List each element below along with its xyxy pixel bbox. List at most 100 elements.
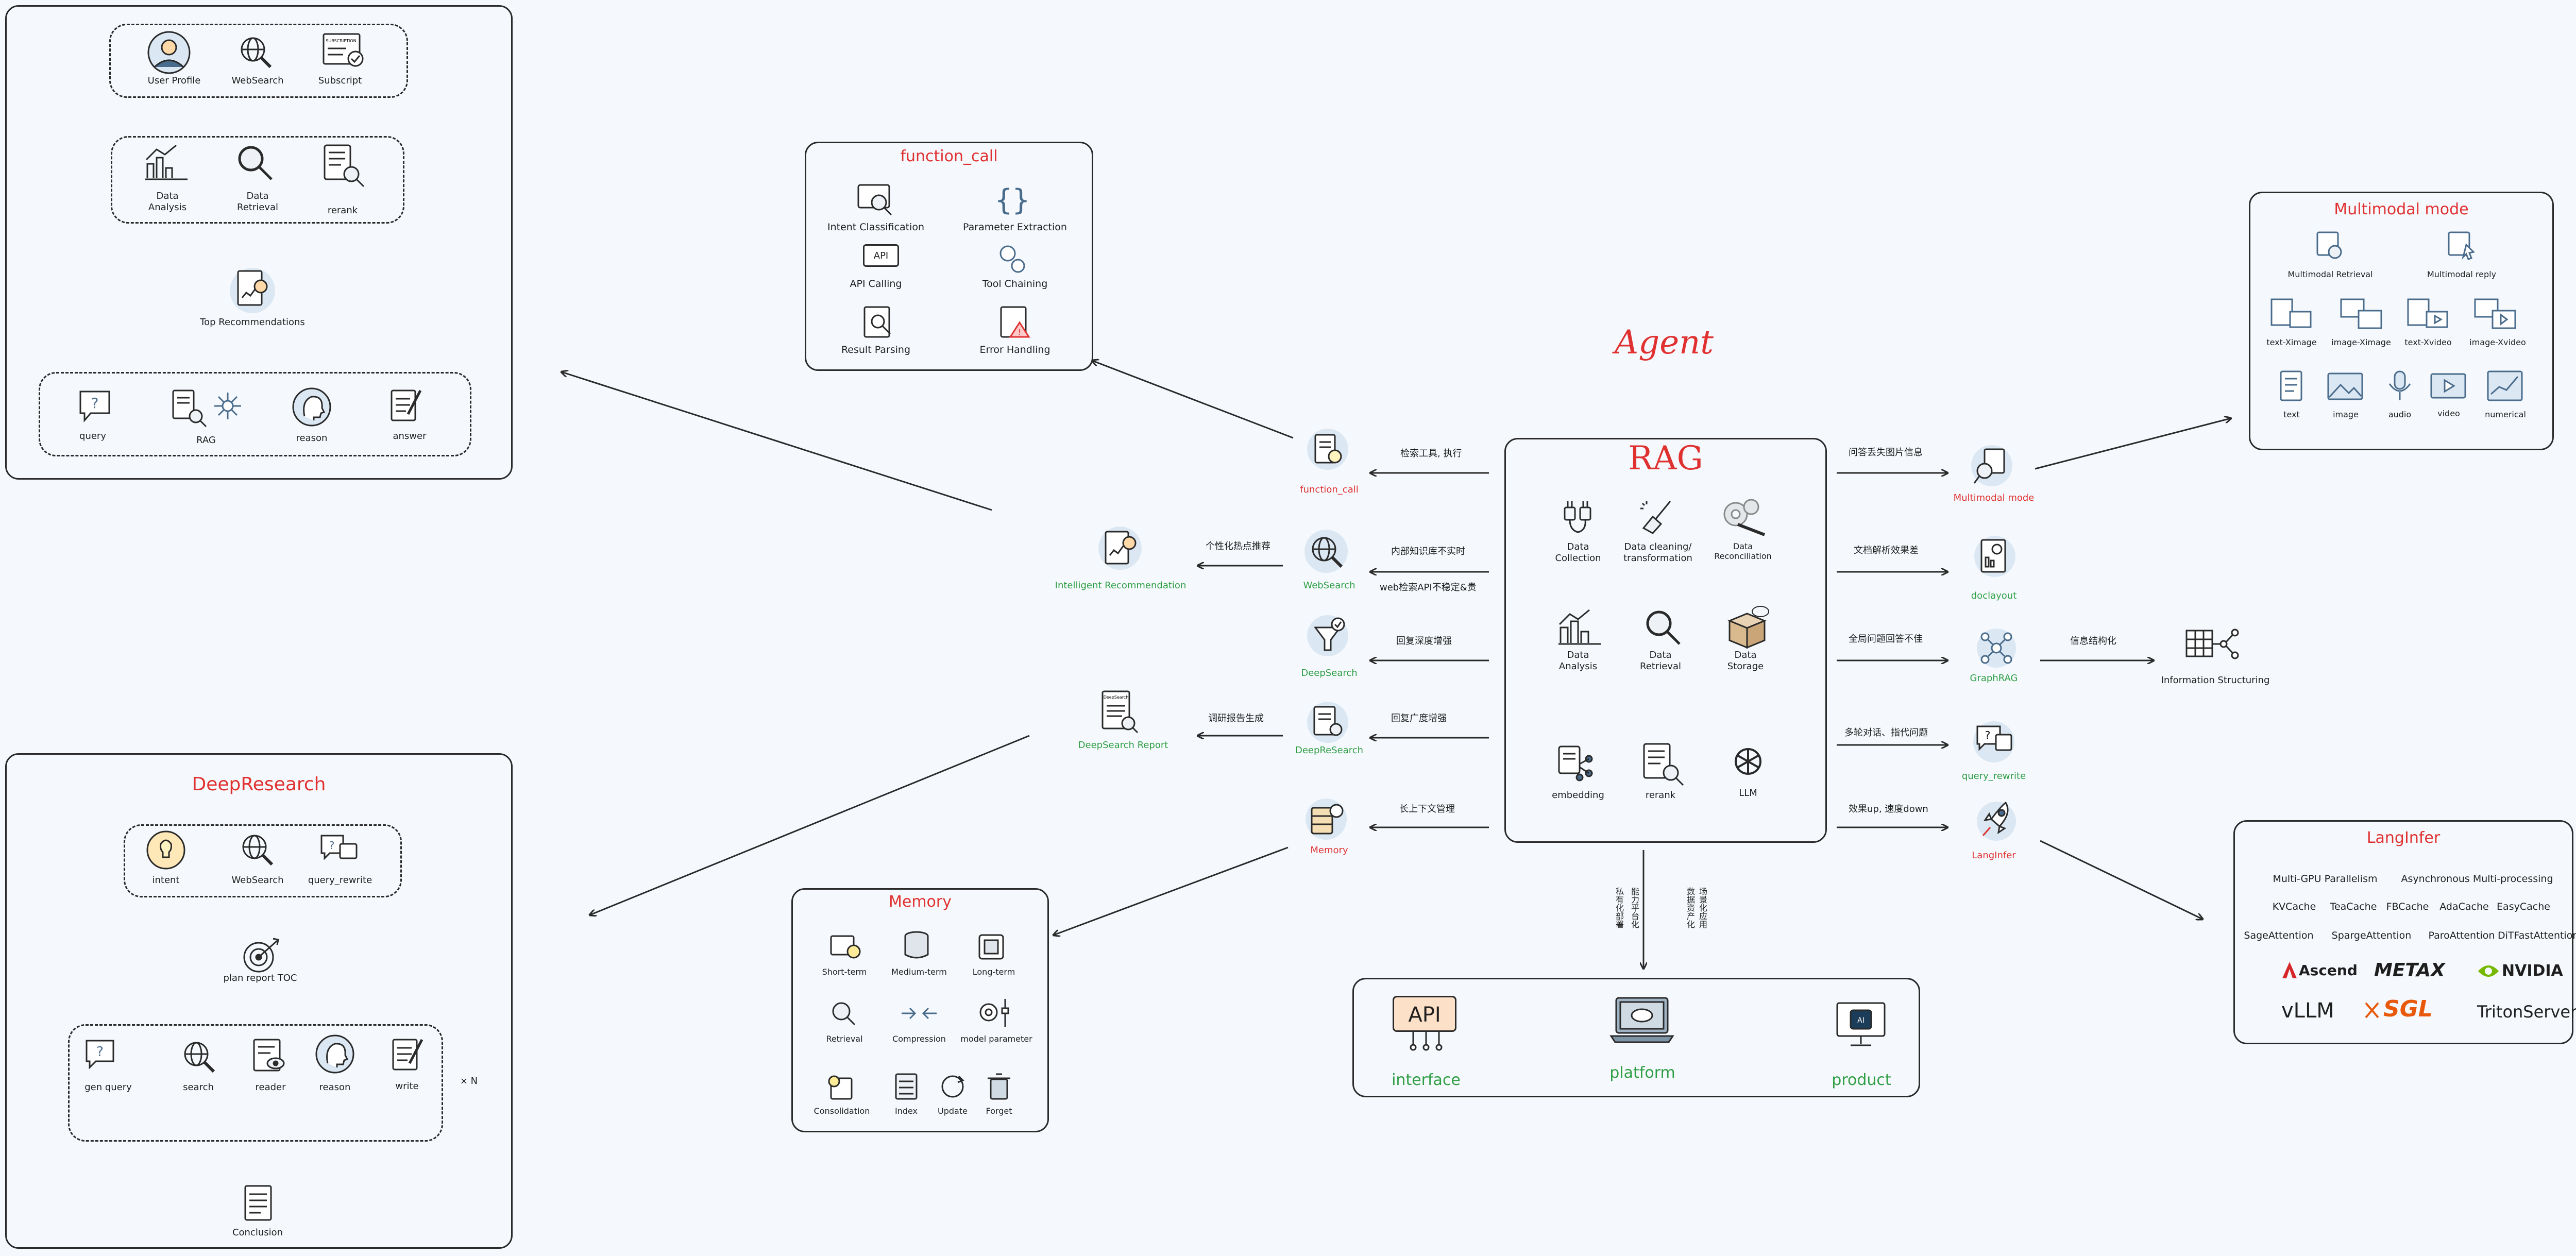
text-ximage-icon (2270, 298, 2312, 328)
conclusion-icon (244, 1185, 272, 1221)
api-connectors-icon (1410, 1031, 1443, 1051)
openai-icon (1735, 748, 1761, 775)
deploy-interface[interactable]: interface (1392, 1071, 1461, 1089)
rec-user-profile: User Profile (147, 75, 201, 86)
short-term-icon (830, 935, 861, 959)
rag-item-llm: LLM (1739, 788, 1757, 799)
intent-bulb-icon (146, 830, 185, 870)
node-deepresearch[interactable]: DeepReSearch (1295, 745, 1364, 756)
brand-sgl: SGL (2383, 996, 2433, 1022)
node-doclayout[interactable]: doclayout (1971, 590, 2017, 601)
svg-text:?: ? (91, 395, 99, 412)
multimodal-icon (1971, 445, 2012, 486)
edge-label-doclayout: 文档解析效果差 (1854, 545, 1919, 556)
edge-label-graphrag: 全局问题回答不佳 (1849, 634, 1923, 644)
brand-metax: METAX (2374, 960, 2445, 981)
node-websearch[interactable]: WebSearch (1303, 580, 1355, 591)
memory-panel-title: Memory (888, 893, 952, 911)
edge-label-deploy-1: 私有化部署 (1614, 887, 1624, 928)
node-function-call[interactable]: function_call (1300, 484, 1359, 495)
langinfer-panel-title: LangInfer (2366, 829, 2441, 847)
dr-query-rewrite: query_rewrite (308, 875, 372, 886)
svg-text:?: ? (329, 839, 335, 852)
ascend-logo-icon (2282, 962, 2297, 978)
rec-rerank-icon (324, 144, 365, 188)
edge-label-query-rewrite: 多轮对话、指代问题 (1844, 727, 1928, 738)
brand-vllm: vLLM (2281, 999, 2334, 1023)
graphrag-icon (1977, 629, 2016, 668)
dr-websearch: WebSearch (231, 875, 284, 886)
tool-chaining-icon (999, 245, 1025, 273)
dr-write: write (395, 1081, 419, 1092)
edge-label-function-call: 检索工具, 执行 (1400, 448, 1462, 459)
rec-reason: reason (296, 433, 328, 444)
rec-subscript: Subscript (318, 75, 362, 86)
rocket-icon (1977, 801, 2016, 841)
image-ximage-icon (2340, 298, 2382, 329)
query-rewrite-icon: ? (1973, 721, 2014, 762)
rec-row1-group (109, 24, 408, 98)
dr-search: search (183, 1082, 214, 1093)
mm-image: image (2333, 410, 2359, 419)
node-memory[interactable]: Memory (1310, 845, 1348, 856)
fc-item-result-parsing: Result Parsing (841, 344, 911, 355)
api-calling-icon: API (863, 244, 899, 267)
monitor-ai-icon: AI (1836, 1002, 1886, 1046)
rag-panel: RAG Data Collection Data cleaning/ trans… (1504, 438, 1827, 843)
edge-label-memory: 长上下文管理 (1399, 804, 1455, 814)
text-xvideo-icon (2407, 298, 2448, 328)
li-teacache: TeaCache (2330, 901, 2377, 912)
memory-item-consolidation: Consolidation (814, 1106, 870, 1116)
rag-item-data-retrieval: Data Retrieval (1640, 650, 1681, 672)
node-langinfer[interactable]: LangInfer (1972, 850, 2016, 861)
mm-text-ximage: text-Ximage (2266, 337, 2317, 347)
li-multi-gpu: Multi-GPU Parallelism (2273, 873, 2378, 885)
rag-item-data-analysis: Data Analysis (1558, 650, 1598, 672)
memory-item-medium-term: Medium-term (891, 967, 947, 977)
embedding-icon (1558, 745, 1593, 782)
node-query-rewrite[interactable]: query_rewrite (1961, 771, 2026, 782)
dr-search-icon (184, 1042, 215, 1073)
rec-query: query (79, 431, 106, 442)
deepresearch-icon (1307, 702, 1348, 743)
deploy-panel: API interface platform AI product (1352, 978, 1920, 1097)
mm-text: text (2283, 410, 2300, 419)
rag-item-data-collection: Data Collection (1555, 541, 1601, 564)
function-call-icon (1307, 429, 1348, 470)
node-information-structuring[interactable]: Information Structuring (2161, 675, 2270, 686)
dr-reason-icon (315, 1034, 354, 1074)
nvidia-logo-icon (2478, 965, 2499, 977)
node-multimodal[interactable]: Multimodal mode (1953, 493, 2035, 503)
deploy-product[interactable]: product (1832, 1071, 1891, 1089)
node-deepsearch-report[interactable]: DeepSearch Report (1078, 740, 1168, 751)
node-intelligent-recommendation[interactable]: Intelligent Recommendation (1055, 580, 1187, 591)
node-graphrag[interactable]: GraphRAG (1970, 673, 2018, 684)
microphone-icon (2388, 370, 2411, 400)
deepsearch-icon (1307, 615, 1348, 656)
edge-label-multimodal: 问答丢失图片信息 (1849, 447, 1923, 458)
rag-title: RAG (1628, 439, 1703, 478)
rec-row2-group (111, 136, 404, 224)
node-deepsearch[interactable]: DeepSearch (1301, 668, 1358, 678)
function-call-panel: function_call Intent Classification {} P… (805, 142, 1093, 371)
model-parameter-icon (979, 999, 1009, 1027)
dr-loop-group (68, 1024, 443, 1142)
rec-top-recommendations: Top Recommendations (200, 317, 305, 328)
intelligent-rec-icon (1098, 527, 1142, 570)
mm-multimodal-reply: Multimodal reply (2427, 269, 2497, 279)
deploy-platform[interactable]: platform (1609, 1064, 1675, 1082)
rerank-icon (1643, 743, 1684, 786)
svg-text:?: ? (1985, 729, 1991, 741)
dr-gen-query: gen query (84, 1082, 132, 1093)
rag-item-data-cleaning: Data cleaning/ transformation (1623, 541, 1692, 564)
rag-item-embedding: embedding (1552, 790, 1604, 801)
rec-rerank: rerank (327, 205, 358, 216)
brand-nvidia: NVIDIA (2502, 962, 2563, 980)
svg-text:DeepSearch: DeepSearch (1104, 695, 1129, 700)
api-icon: API (1393, 996, 1456, 1032)
deepresearch-panel-title: DeepResearch (192, 774, 326, 795)
websearch-icon (1304, 530, 1348, 573)
mm-audio: audio (2388, 410, 2412, 419)
image-xvideo-icon (2474, 298, 2516, 329)
memory-item-model-parameter: model parameter (960, 1034, 1032, 1044)
